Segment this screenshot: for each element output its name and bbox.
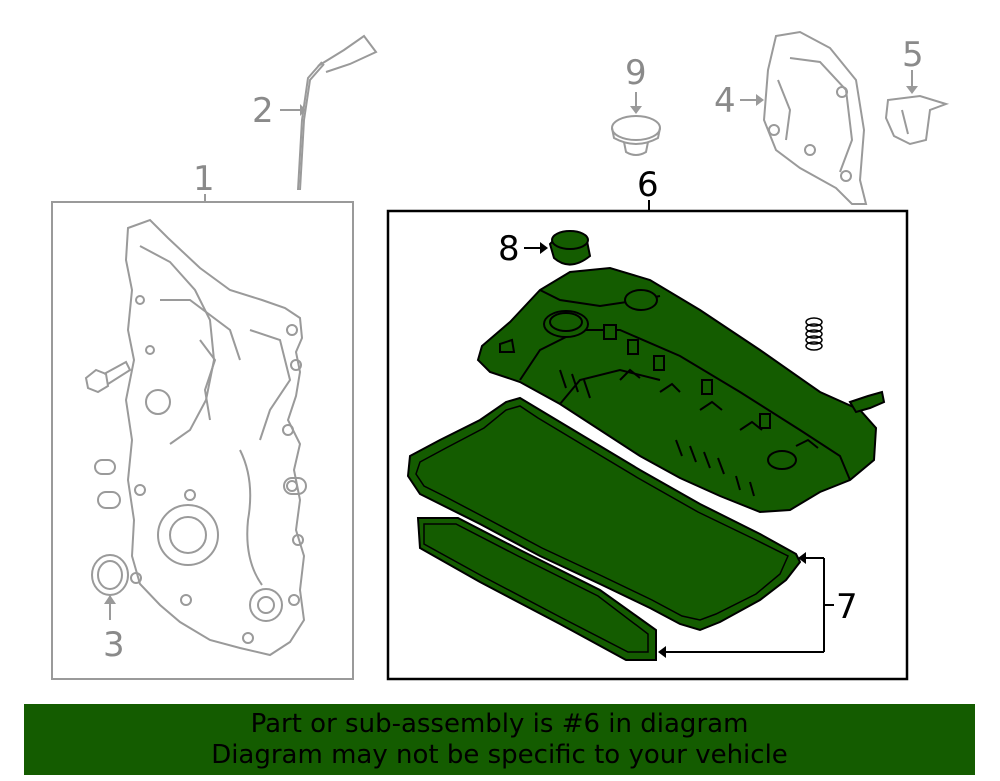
part-6-box — [386, 209, 909, 681]
bracket-5 — [884, 70, 950, 146]
part-1-group: 1 — [51, 159, 354, 680]
callout-3: 3 — [103, 625, 125, 665]
callout-7-leader — [658, 552, 834, 658]
plug-8[interactable] — [524, 230, 592, 266]
callout-6: 6 — [637, 165, 659, 205]
callout-9: 9 — [625, 53, 647, 93]
dowel-pins — [94, 459, 307, 509]
banner-line-1: Part or sub-assembly is #6 in diagram — [250, 708, 749, 739]
callout-7: 7 — [836, 587, 858, 627]
banner-line-2: Diagram may not be specific to your vehi… — [211, 739, 788, 770]
spring — [805, 317, 823, 351]
parts-diagram: 1 — [51, 30, 950, 681]
spark-plug-gasket[interactable] — [416, 517, 657, 661]
rear-seal-cover — [740, 30, 868, 205]
oil-filler-cap — [611, 92, 661, 156]
valve-cover[interactable] — [476, 266, 886, 514]
callout-8: 8 — [498, 229, 520, 269]
part-1-box — [51, 201, 354, 680]
bolt — [84, 360, 132, 394]
callout-4: 4 — [714, 81, 736, 121]
dipstick — [280, 34, 378, 191]
valve-cover-gasket[interactable] — [406, 396, 802, 632]
timing-cover — [124, 218, 306, 657]
oil-seal-3 — [91, 554, 129, 620]
callout-2: 2 — [252, 91, 274, 131]
callout-1: 1 — [193, 159, 215, 199]
callout-5: 5 — [902, 35, 924, 75]
info-banner: Part or sub-assembly is #6 in diagram Di… — [24, 704, 975, 775]
part-6-group: 6 8 — [386, 165, 909, 681]
